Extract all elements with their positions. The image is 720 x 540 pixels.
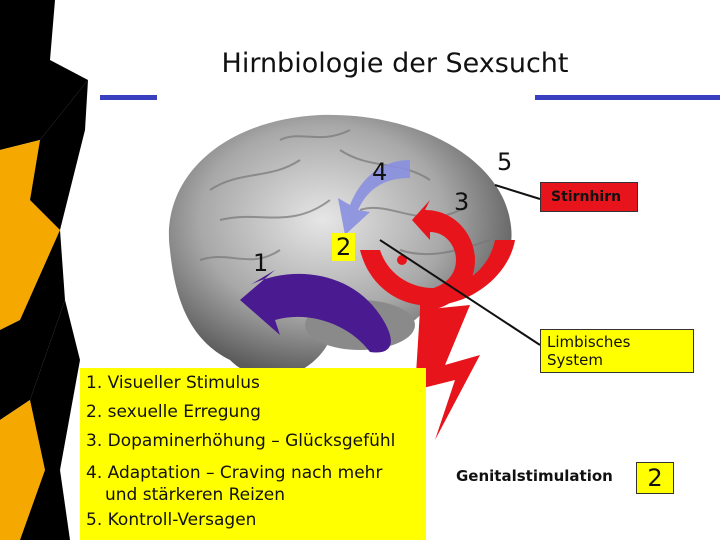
list-item: 2. sexuelle Erregung	[86, 402, 261, 422]
list-item-line: 4. Adaptation – Craving nach mehr	[86, 463, 383, 483]
marker-3: 3	[454, 188, 470, 216]
frontal-lobe-label: Stirnhirn	[540, 182, 638, 212]
pathway-arrows	[240, 160, 515, 440]
list-item-line: und stärkeren Reizen	[105, 485, 286, 505]
list-item: 4. Adaptation – Craving nach mehr und st…	[80, 462, 426, 506]
marker-5: 5	[497, 148, 513, 176]
arrow-1	[240, 270, 391, 353]
arrow-2	[360, 240, 515, 306]
marker-1: 1	[253, 249, 269, 277]
slide-title: Hirnbiologie der Sexsucht	[221, 48, 569, 79]
genital-stimulation-label: Genitalstimulation	[456, 467, 613, 485]
list-item: 3. Dopaminerhöhung – Glücksgefühl	[86, 431, 396, 451]
list-item: 5. Kontroll-Versagen	[86, 510, 257, 530]
title-rule-left	[100, 95, 157, 100]
title-rule-right	[535, 95, 720, 100]
left-decorative-band	[0, 0, 100, 540]
marker-2: 2	[332, 233, 356, 261]
marker-4: 4	[372, 158, 388, 186]
steps-list: 1. Visueller Stimulus 2. sexuelle Erregu…	[80, 368, 426, 540]
lightning-bolt	[415, 305, 480, 440]
list-item: 1. Visueller Stimulus	[86, 373, 260, 393]
genital-number-badge: 2	[636, 462, 674, 494]
arrow-4	[338, 160, 410, 235]
limbic-system-label: Limbisches System	[540, 329, 694, 373]
